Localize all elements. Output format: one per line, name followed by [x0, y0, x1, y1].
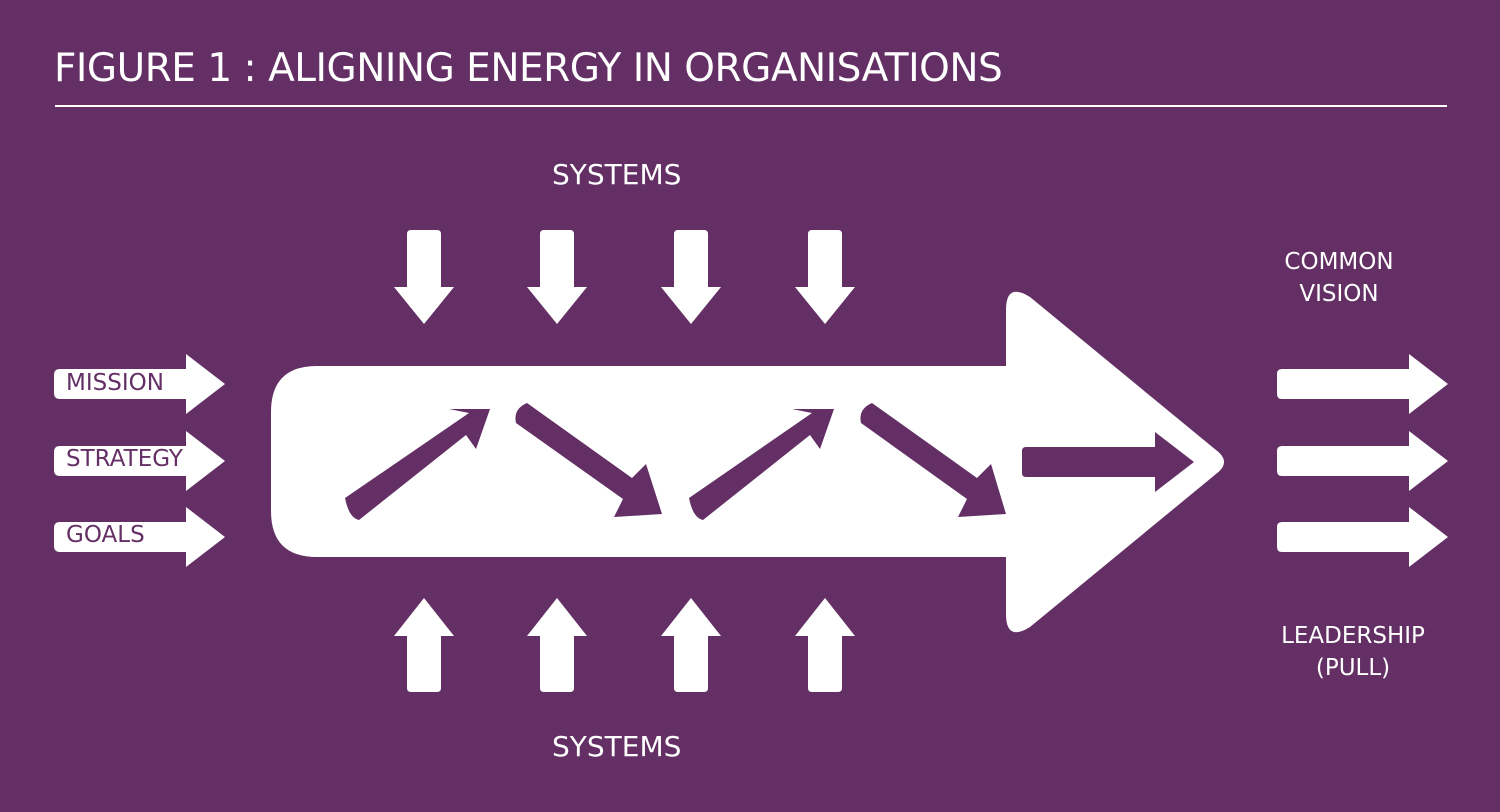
input-label-mission: MISSION [66, 370, 164, 396]
zigzag-arrow-4 [860, 403, 1006, 517]
output-arrow-2 [1277, 431, 1448, 491]
systems-arrow-bottom-4 [795, 598, 855, 692]
leadership-line-1: LEADERSHIP [1281, 623, 1425, 649]
common-vision-line-1: COMMON [1284, 249, 1394, 275]
input-arrow-mission [54, 354, 225, 414]
leadership-label: LEADERSHIP (PULL) [1263, 620, 1443, 684]
zigzag-arrow-2 [515, 403, 662, 517]
input-arrow-strategy [54, 431, 225, 491]
systems-arrow-bottom-3 [661, 598, 721, 692]
systems-label-top: SYSTEMS [552, 158, 682, 191]
leadership-line-2: (PULL) [1315, 655, 1391, 681]
systems-arrow-top-1 [394, 230, 454, 324]
common-vision-label: COMMON VISION [1249, 246, 1429, 310]
common-vision-line-2: VISION [1299, 281, 1379, 307]
systems-arrow-bottom-2 [527, 598, 587, 692]
figure-title: FIGURE 1 : ALIGNING ENERGY IN ORGANISATI… [54, 46, 1003, 91]
zigzag-arrow-final [1022, 432, 1194, 492]
systems-arrow-top-4 [795, 230, 855, 324]
systems-arrow-top-3 [661, 230, 721, 324]
output-arrow-3 [1277, 507, 1448, 567]
input-label-goals: GOALS [66, 522, 145, 548]
title-underline [55, 105, 1447, 107]
systems-arrow-top-2 [527, 230, 587, 324]
inner-zigzag-arrows [345, 403, 1194, 520]
zigzag-arrow-1 [345, 409, 490, 520]
systems-arrow-bottom-1 [394, 598, 454, 692]
input-arrow-goals [54, 507, 225, 567]
systems-label-bottom: SYSTEMS [552, 730, 682, 763]
output-arrow-1 [1277, 354, 1448, 414]
zigzag-arrow-3 [689, 409, 834, 520]
input-label-strategy: STRATEGY [66, 446, 183, 472]
